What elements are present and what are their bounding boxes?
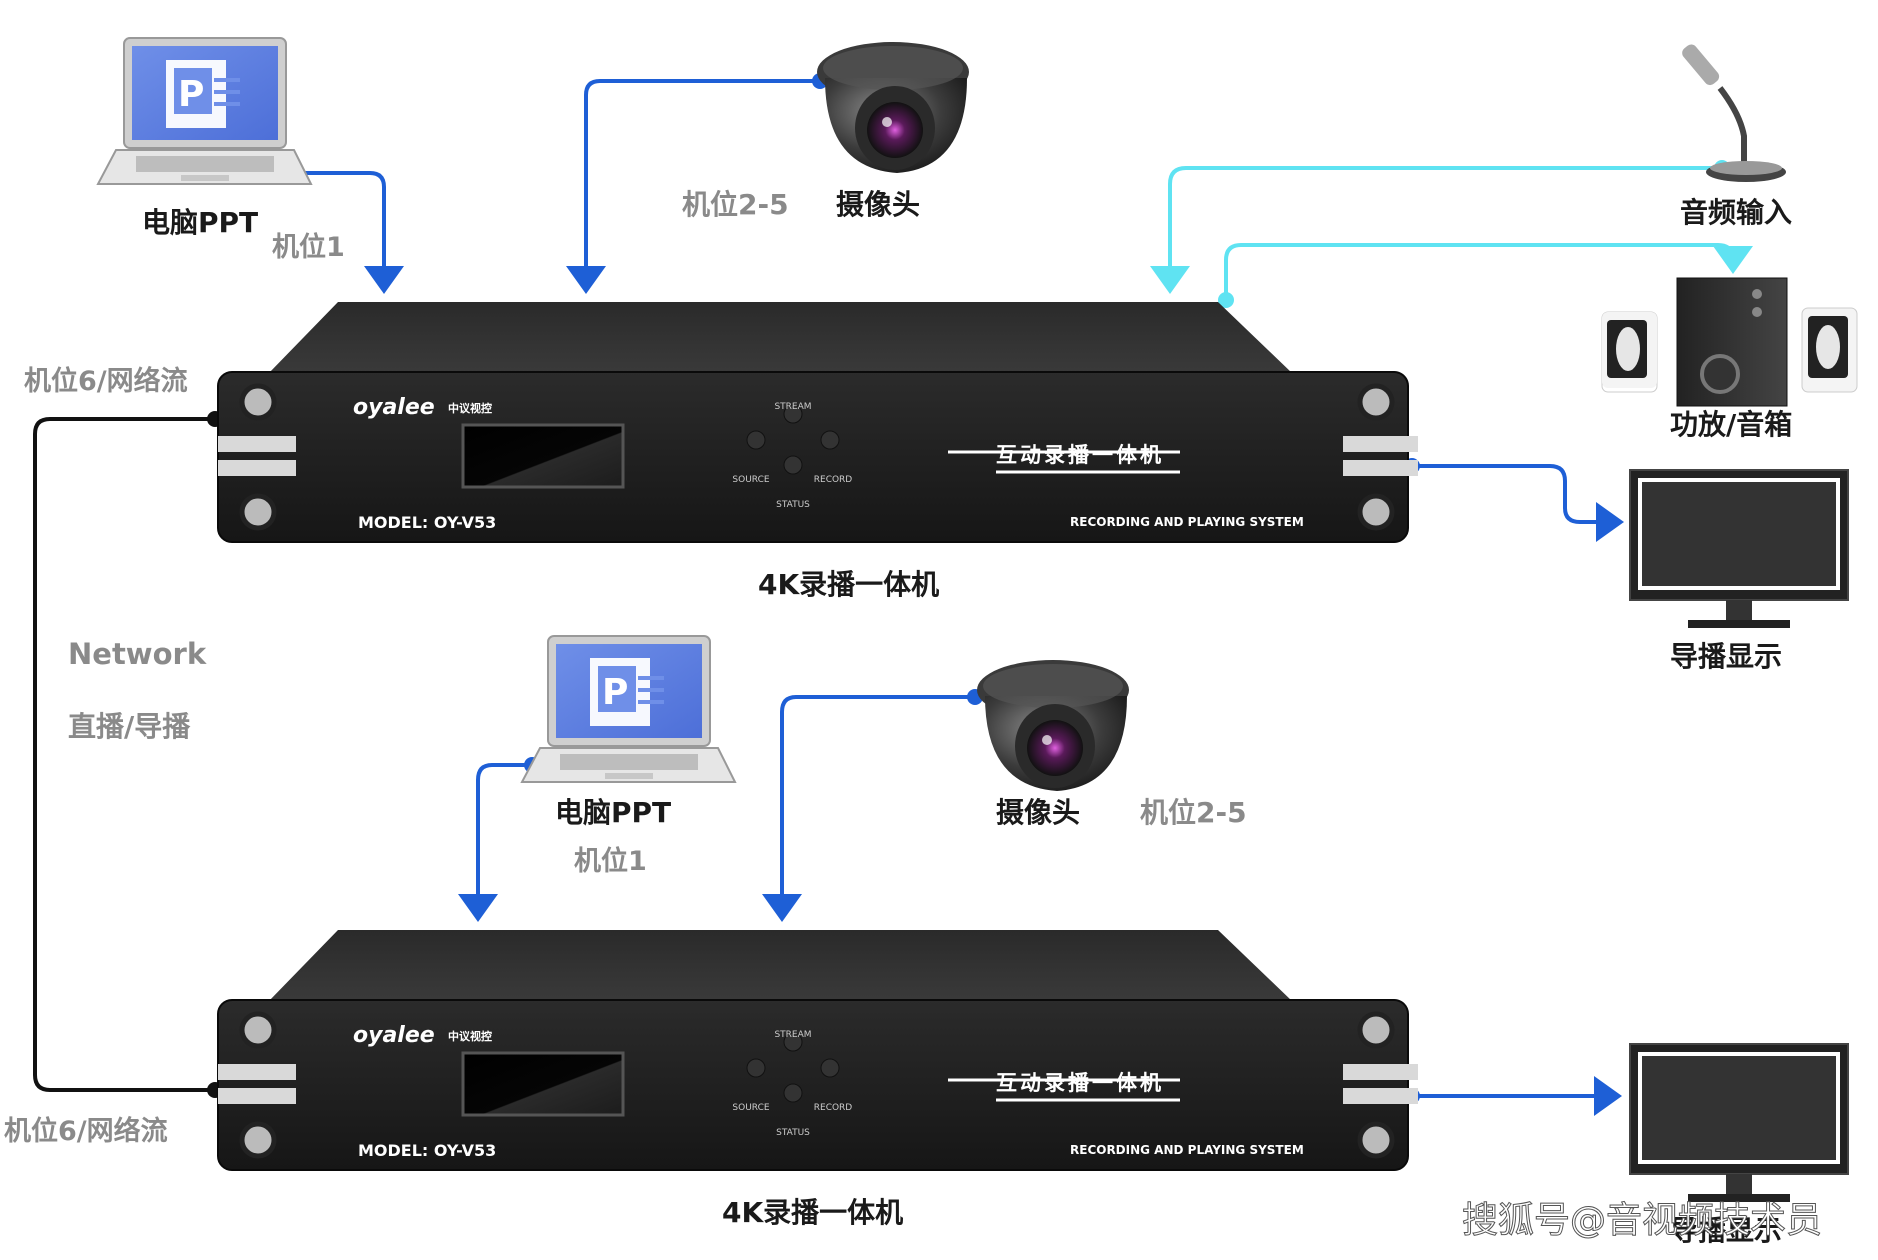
device-top-brand: oyalee bbox=[353, 395, 435, 420]
top-monitor-label: 导播显示 bbox=[1670, 640, 1782, 673]
network-sub: 直播/导播 bbox=[68, 710, 191, 743]
device-top-btn-status: STATUS bbox=[776, 500, 810, 510]
device-top-model: MODEL: OY-V53 bbox=[358, 513, 496, 532]
svg-text:P: P bbox=[178, 74, 204, 115]
monitor-icon bbox=[1629, 1043, 1849, 1202]
device-bottom-brand-cn: 中议视控 bbox=[448, 1029, 492, 1043]
device-bottom-btn-source: SOURCE bbox=[732, 1103, 769, 1113]
device-bottom-caption: 4K录播一体机 bbox=[722, 1196, 903, 1229]
top-camera-pos: 机位2-5 bbox=[682, 188, 789, 221]
device-top-title-cn: 互动录播一体机 bbox=[996, 443, 1164, 467]
network-title: Network bbox=[68, 637, 207, 671]
bottom-camera-label: 摄像头 bbox=[996, 796, 1080, 829]
bottom-laptop-pos: 机位1 bbox=[574, 845, 647, 877]
bottom-monitor-label: 导播显示 bbox=[1670, 1214, 1782, 1247]
watermark: 搜狐号@音视频技术员 bbox=[1462, 1200, 1822, 1241]
wire-laptop-to-device-top bbox=[290, 171, 404, 294]
device-top-btn-record: RECORD bbox=[814, 475, 853, 485]
network-wire bbox=[33, 411, 223, 1098]
monitor-icon bbox=[1629, 469, 1849, 628]
speaker-set-icon bbox=[1601, 277, 1858, 407]
bottom-camera-pos: 机位2-5 bbox=[1140, 796, 1247, 829]
wire-laptop-to-device-bottom bbox=[458, 763, 532, 922]
wire-device-to-speaker bbox=[1224, 243, 1753, 300]
svg-text:P: P bbox=[602, 672, 628, 713]
speaker-label: 功放/音箱 bbox=[1670, 408, 1792, 441]
device-bottom-brand: oyalee bbox=[353, 1023, 435, 1048]
dome-camera-icon bbox=[817, 42, 969, 173]
device-bottom-btn-stream: STREAM bbox=[774, 1030, 811, 1040]
wire-device-top-to-monitor bbox=[1412, 464, 1624, 542]
device-bottom-btn-record: RECORD bbox=[814, 1103, 853, 1113]
device-bottom-title-cn: 互动录播一体机 bbox=[996, 1071, 1164, 1095]
device-bottom-model: MODEL: OY-V53 bbox=[358, 1141, 496, 1160]
laptop-ppt-icon: P bbox=[96, 37, 313, 185]
wire-mic-to-device-top bbox=[1150, 166, 1722, 294]
device-top-brand-cn: 中议视控 bbox=[448, 401, 492, 415]
device-top-btn-source: SOURCE bbox=[732, 475, 769, 485]
top-camera-label: 摄像头 bbox=[836, 188, 920, 221]
device-bottom-btn-status: STATUS bbox=[776, 1128, 810, 1138]
device-bottom-subtitle: RECORDING AND PLAYING SYSTEM bbox=[1070, 1143, 1304, 1157]
mic-label: 音频输入 bbox=[1680, 196, 1792, 229]
top-laptop-label: 电脑PPT bbox=[142, 206, 258, 239]
wire-camera-to-device-bottom bbox=[762, 695, 975, 922]
recorder-device-bottom: oyalee 中议视控 MODEL: OY-V53 STREAM SOURCE … bbox=[218, 930, 1418, 1170]
device-top-btn-stream: STREAM bbox=[774, 402, 811, 412]
bottom-network-label: 机位6/网络流 bbox=[4, 1115, 168, 1147]
top-laptop-pos: 机位1 bbox=[272, 231, 345, 263]
top-network-label: 机位6/网络流 bbox=[24, 365, 188, 397]
wire-camera-to-device-top bbox=[566, 79, 820, 294]
microphone-icon bbox=[1682, 44, 1786, 182]
device-top-subtitle: RECORDING AND PLAYING SYSTEM bbox=[1070, 515, 1304, 529]
device-top-caption: 4K录播一体机 bbox=[758, 568, 939, 601]
bottom-laptop-label: 电脑PPT bbox=[555, 796, 671, 829]
dome-camera-icon bbox=[977, 660, 1129, 791]
laptop-ppt-icon: P bbox=[520, 635, 737, 783]
recorder-device-top: oyalee 中议视控 MODEL: OY-V53 STREAM SOURCE … bbox=[218, 302, 1418, 542]
